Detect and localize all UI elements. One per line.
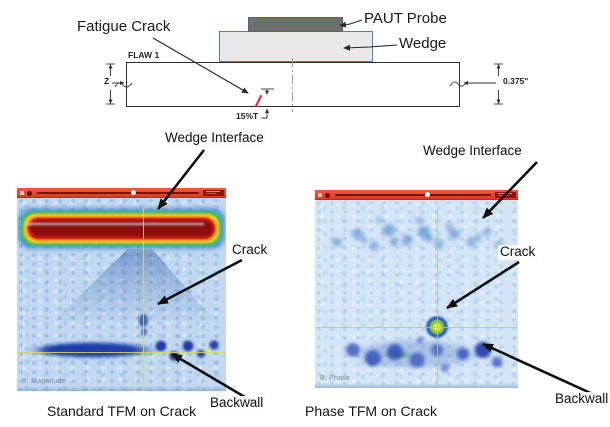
tfm-phase-window: B: Phase <box>315 190 518 388</box>
paut-probe-label: PAUT Probe <box>364 10 447 27</box>
specimen-plate <box>126 62 460 107</box>
window-menu-icon[interactable] <box>20 191 24 195</box>
window-menu-icon[interactable] <box>318 193 322 197</box>
fatigue-crack-label: Fatigue Crack <box>77 18 171 35</box>
caption-phase-tfm: Phase TFM on Crack <box>305 403 438 419</box>
wedge-interface-left-label: Wedge Interface <box>163 130 266 146</box>
crosshair-horizontal <box>17 352 226 353</box>
backwall-left-label: Backwall <box>208 395 266 411</box>
slider-knob[interactable] <box>131 190 136 195</box>
thickness-dimension-label: 0.375" <box>503 76 529 86</box>
slider-track[interactable] <box>335 194 491 196</box>
wedge-interface-echo-band <box>18 208 225 249</box>
gain-readout-box <box>495 192 516 198</box>
slider-track[interactable] <box>37 192 199 194</box>
crosshair-horizontal <box>315 327 518 328</box>
echo-band-gap <box>26 223 204 225</box>
bscan-mode-label: B: Magnitude <box>22 378 66 385</box>
crosshair-vertical <box>437 210 438 388</box>
tfm-standard-window: B: Magnitude <box>17 188 226 391</box>
crack-depth-label: 15%T <box>236 111 259 121</box>
bscan-mode-label: B: Phase <box>320 375 351 382</box>
crack-left-label: Crack <box>230 242 270 258</box>
window-control-icon[interactable] <box>325 192 330 198</box>
tfm-standard-bscan: B: Magnitude <box>17 198 226 391</box>
tfm-phase-bscan: B: Phase <box>315 200 518 388</box>
crack-indication-left-tip <box>141 328 147 336</box>
window-control-icon[interactable] <box>27 190 32 196</box>
paut-probe-block <box>248 17 343 32</box>
paut-probe-arrow <box>339 19 363 28</box>
wedge-interface-echo-faint <box>319 212 514 267</box>
wedge-label: Wedge <box>399 35 447 52</box>
flaw-label: FLAW 1 <box>128 50 160 60</box>
crosshair-vertical <box>143 208 144 391</box>
z-dimension-label: Z <box>103 76 111 87</box>
backwall-indication-left <box>21 334 221 366</box>
wedge-block <box>219 31 373 62</box>
image-bottom-edge <box>17 386 226 391</box>
crack-right-label: Crack <box>498 244 538 260</box>
gain-readout-box <box>203 190 224 196</box>
title-bar <box>315 190 518 200</box>
caption-standard-tfm: Standard TFM on Crack <box>47 403 197 419</box>
slider-knob[interactable] <box>425 192 430 197</box>
wedge-interface-right-label: Wedge Interface <box>421 143 524 159</box>
image-bottom-edge <box>315 383 518 388</box>
acoustic-shadow-fan <box>54 249 215 321</box>
title-bar <box>17 188 226 198</box>
backwall-right-label: Backwall <box>553 391 610 407</box>
backwall-indication-right <box>325 328 510 376</box>
